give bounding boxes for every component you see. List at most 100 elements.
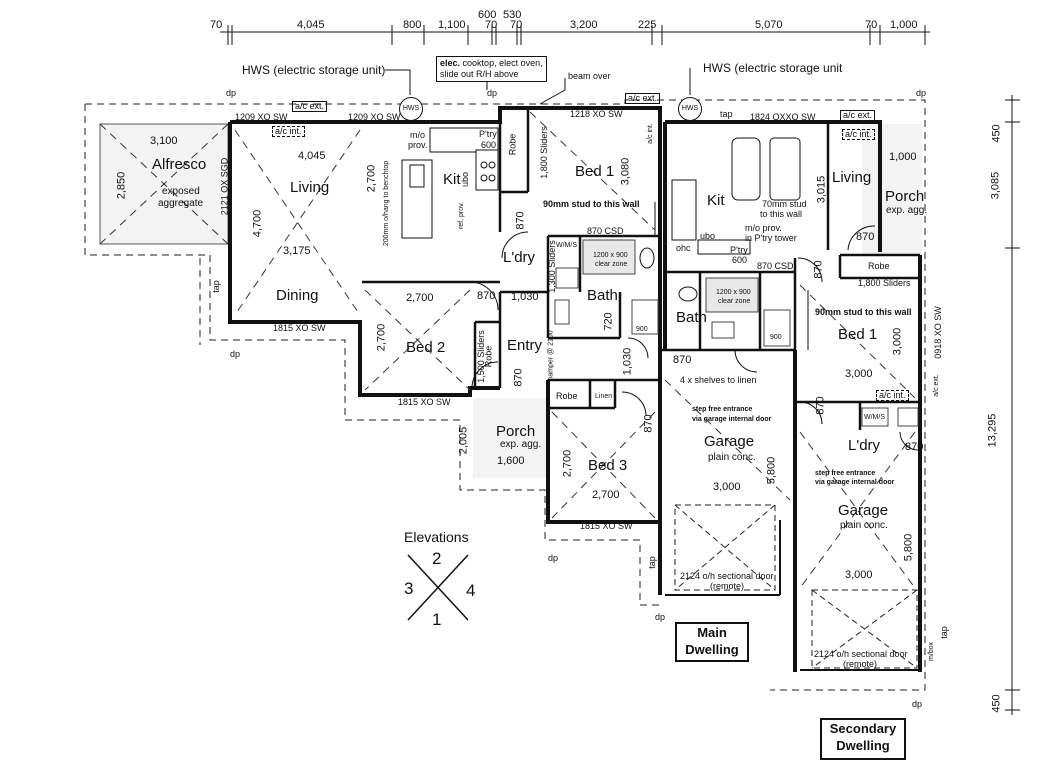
bed3-door: 870 [642,414,655,433]
elec-bold: elec. [440,58,461,68]
elevation-3: 3 [404,579,414,598]
porch-note-main: exp. agg. [500,439,542,450]
dp-marker-1: dp [226,88,237,98]
hws-symbol-main: HWS [399,97,423,121]
secondary-internal-walls [660,122,920,430]
beam-note: beam over [568,71,611,81]
ubo-main: ubo [460,171,471,188]
living-height: 2,700 [365,164,378,193]
tap-marker-1: tap [210,280,221,293]
elevations-cross [407,554,469,621]
bed1-width-secondary: 3,000 [845,368,873,380]
garage-door-main: 870 [673,354,692,366]
top-dim-4045: 4,045 [297,19,325,31]
hws-callout-secondary: HWS (electric storage unit [703,61,843,75]
mbox-secondary: m/box [928,641,936,662]
bath-900-main: 900 [636,326,648,333]
top-dim-70c: 70 [510,19,523,31]
bed1-door-secondary: 870 [814,396,827,415]
bed1-window: 1218 XO SW [570,109,623,119]
bed1-label-main: Bed 1 [575,163,615,180]
porch-note-secondary: exp. agg. [886,205,928,216]
mo-prov-2-secondary: in P'try tower [745,233,797,243]
dp-marker-5: dp [548,553,559,563]
bed2-window: 1815 XO SW [398,397,451,407]
hws-label-main: HWS [402,105,420,112]
secondary-dwelling-line1: Secondary [829,721,897,736]
living-width: 4,045 [298,150,326,162]
pantry-label-main: P'try [479,129,497,139]
bath-clear-2-main: clear zone [595,261,628,268]
garage-height-secondary: 5,800 [902,533,915,562]
kitchen-label-main: Kit [443,171,461,188]
garage-door-note1-secondary: 2124 o/h sectional door [814,649,908,659]
dp-marker-2: dp [487,88,498,98]
top-dim-800: 800 [403,19,422,31]
alfresco-label: Alfresco [152,156,207,173]
robe-label-secondary: Robe [868,261,890,271]
ac-ext-bed1: a/c ext. [625,93,661,104]
bed2-width: 2,700 [406,292,434,304]
bed1-height-main: 3,080 [619,157,632,186]
laundry-width-main: 1,030 [511,291,539,303]
secondary-dwelling-line2: Dwelling [836,738,890,753]
ac-int-bed1: a/c int. [646,123,654,144]
dining-label: Dining [276,287,319,304]
elevations-title: Elevations [404,529,469,545]
bed3-width: 2,700 [592,489,620,501]
bath-900-secondary: 900 [770,334,782,341]
garage-note-main: plain conc. [708,452,756,463]
dp-marker-6: dp [655,612,666,622]
elec-line1: cooktop, elect oven, [462,58,543,68]
right-dim-3085: 3,085 [989,171,1002,200]
right-dimension-line [1005,95,1020,715]
garage-door-note2-secondary: (remote) [843,659,878,669]
dining-width: 3,175 [283,245,311,257]
hws-callout-main: HWS (electric storage unit) [242,63,386,77]
right-dim-450-bottom: 450 [990,694,1003,713]
bath-label-secondary: Bath [676,309,707,326]
bed1-stud-note: 90mm stud to this wall [543,199,640,209]
top-dim-225: 225 [638,19,657,31]
laundry-door-main: 870 [477,290,496,302]
porch-label-main: Porch [496,423,536,440]
bed1-label-secondary: Bed 1 [838,326,878,343]
top-dimension-line [220,25,930,45]
elec-line2: slide out R/H above [440,69,519,79]
top-dim-5070: 5,070 [755,19,783,31]
step-free-2-main: via garage internal door [692,416,772,423]
living-depth: 4,700 [251,209,264,238]
top-dim-600: 600 [478,9,497,21]
top-dim-70a: 70 [210,19,223,31]
mo-prov-main: prov. [408,140,428,150]
entry-door: 870 [512,368,525,387]
elec-note: elec. cooktop, elect oven, slide out R/H… [436,56,547,82]
tap-marker-2: tap [646,556,657,569]
top-dim-1000: 1,000 [890,19,918,31]
step-free-1-secondary: step free entrance [815,470,876,477]
ohc-secondary: ohc [676,243,691,253]
elevation-4: 4 [466,581,476,600]
tap-secondary-top: tap [720,109,733,119]
bed2-label: Bed 2 [406,339,446,356]
bath-clear-1-main: 1200 x 900 [593,252,628,259]
bed1-window-secondary: 0918 XO SW [932,306,943,359]
garage-width-main: 3,000 [713,481,741,493]
toilets [639,247,698,302]
secondary-dwelling-label: Secondary Dwelling [820,718,906,760]
bed3-label: Bed 3 [588,457,628,474]
secondary-walls [663,120,922,672]
main-internal-walls [362,108,660,410]
bed1-stud-note-secondary: 90mm stud to this wall [815,307,912,317]
step-free-2-secondary: via garage internal door [815,479,895,486]
hws-symbol-secondary: HWS [678,97,702,121]
top-dim-530: 530 [503,9,522,21]
dp-marker-4: dp [230,349,241,359]
door-swings [469,225,919,451]
bath-label-main: Bath [587,287,618,304]
room-diagonals [99,111,916,589]
garage-height-main: 5,800 [765,456,778,485]
garage-width-secondary: 3,000 [845,569,873,581]
bed3-linen: Linen [595,393,613,400]
living-height-secondary: 3,015 [815,175,828,204]
